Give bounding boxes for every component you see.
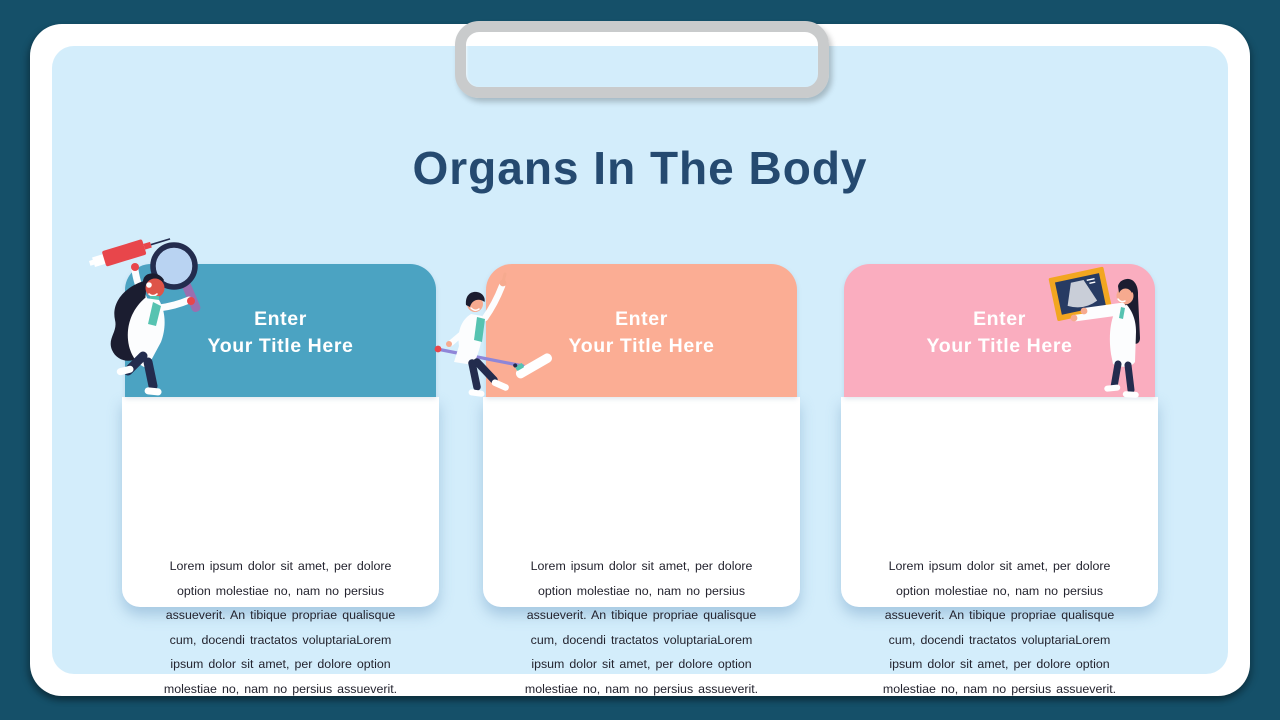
card-title-placeholder: Enter Your Title Here: [486, 306, 797, 360]
card-header: Enter Your Title Here: [125, 264, 436, 397]
info-card-3: Lorem ipsum dolor sit amet, per dolore o…: [841, 264, 1158, 696]
paragraph-line: option molestiae no, nam no persius: [176, 583, 385, 598]
paragraph-line: molestiae no, nam no persius assueverit.: [163, 681, 398, 696]
card-header: Enter Your Title Here: [486, 264, 797, 397]
card-title-placeholder: Enter Your Title Here: [125, 306, 436, 360]
page-title: Organs In The Body: [412, 142, 868, 194]
card-title-line: Enter: [254, 308, 307, 330]
card-title-line: Your Title Here: [207, 335, 354, 357]
card-body: Lorem ipsum dolor sit amet, per dolore o…: [483, 397, 800, 696]
paragraph-line: option molestiae no, nam no persius: [895, 583, 1104, 598]
paragraph-line: molestiae no, nam no persius assueverit.: [524, 681, 759, 696]
card-title-line: Your Title Here: [568, 335, 715, 357]
paragraph-line: cum, docendi tractatos voluptariaLorem: [530, 632, 753, 647]
card-paragraph: Lorem ipsum dolor sit amet, per dolore o…: [497, 554, 786, 702]
card-title-line: Enter: [973, 308, 1026, 330]
paragraph-line: ipsum dolor sit amet, per dolore option: [170, 657, 391, 672]
paragraph-line: assueverit. An tibique propriae qualisqu…: [165, 608, 396, 623]
card-paragraph: Lorem ipsum dolor sit amet, per dolore o…: [855, 554, 1144, 702]
card-body: Lorem ipsum dolor sit amet, per dolore o…: [841, 397, 1158, 696]
paragraph-line: ipsum dolor sit amet, per dolore option: [531, 657, 752, 672]
paragraph-line: cum, docendi tractatos voluptariaLorem: [888, 632, 1111, 647]
paragraph-line: assueverit. An tibique propriae qualisqu…: [526, 608, 757, 623]
card-header: Enter Your Title Here: [844, 264, 1155, 397]
paragraph-line: molestiae no, nam no persius assueverit.: [882, 681, 1117, 696]
clipboard-clip: [455, 21, 829, 98]
paragraph-line: Lorem ipsum dolor sit amet, per dolore: [530, 559, 753, 573]
card-body: Lorem ipsum dolor sit amet, per dolore o…: [122, 397, 439, 696]
info-card-1: Lorem ipsum dolor sit amet, per dolore o…: [122, 264, 439, 696]
paragraph-line: option molestiae no, nam no persius: [537, 583, 746, 598]
paragraph-line: ipsum dolor sit amet, per dolore option: [889, 657, 1110, 672]
paragraph-line: cum, docendi tractatos voluptariaLorem: [169, 632, 392, 647]
card-title-line: Your Title Here: [926, 335, 1073, 357]
paragraph-line: Lorem ipsum dolor sit amet, per dolore: [888, 559, 1111, 573]
card-paragraph: Lorem ipsum dolor sit amet, per dolore o…: [136, 554, 425, 702]
paragraph-line: Lorem ipsum dolor sit amet, per dolore: [169, 559, 392, 573]
paragraph-line: assueverit. An tibique propriae qualisqu…: [884, 608, 1115, 623]
info-card-2: Lorem ipsum dolor sit amet, per dolore o…: [483, 264, 800, 696]
card-title-placeholder: Enter Your Title Here: [844, 306, 1155, 360]
card-title-line: Enter: [615, 308, 668, 330]
